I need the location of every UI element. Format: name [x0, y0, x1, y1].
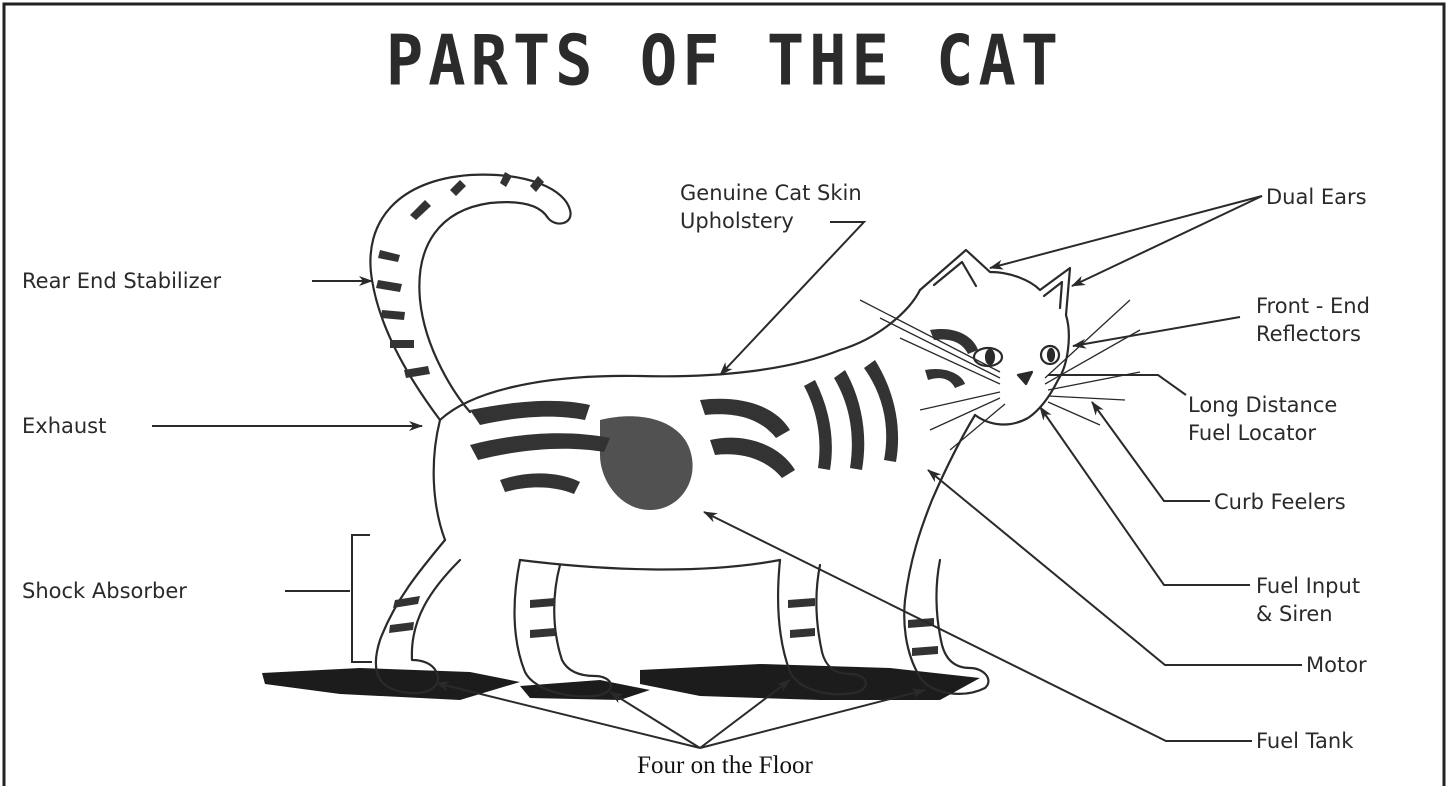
label-exhaust: Exhaust [22, 413, 106, 439]
floor-shadows [262, 664, 980, 700]
leader-floor-2 [610, 692, 700, 748]
leader-front-end-reflectors [1073, 317, 1240, 346]
label-cat-skin-line1: Genuine Cat Skin [680, 180, 862, 206]
label-long-distance-line1: Long Distance [1188, 392, 1337, 418]
label-cat-skin-line2: Upholstery [680, 208, 794, 234]
label-front-end-line1: Front - End [1256, 293, 1370, 319]
label-long-distance-line2: Fuel Locator [1188, 420, 1316, 446]
leader-fuel-tank [704, 512, 1252, 741]
leader-shock-absorber [285, 535, 372, 662]
label-front-end-line2: Reflectors [1256, 321, 1361, 347]
diagram-caption: Four on the Floor [560, 752, 890, 780]
leader-long-distance-fuel-locator [1048, 375, 1186, 395]
label-curb-feelers: Curb Feelers [1214, 489, 1346, 515]
cat-stripes [376, 172, 978, 656]
label-fuel-input-line1: Fuel Input [1256, 573, 1360, 599]
label-rear-end-stabilizer: Rear End Stabilizer [22, 268, 221, 294]
cat-nose [1018, 372, 1032, 384]
leader-cat-skin [720, 222, 864, 375]
cat-drawing [370, 175, 1070, 697]
label-dual-ears: Dual Ears [1266, 184, 1367, 210]
leader-lines [152, 196, 1302, 748]
cat-back-leg-front [515, 560, 611, 696]
leader-dual-ears-1 [990, 196, 1262, 268]
label-fuel-input-line2: & Siren [1256, 601, 1333, 627]
cat-tail [370, 175, 570, 420]
label-motor: Motor [1306, 652, 1367, 678]
diagram-title: PARTS OF THE CAT [0, 20, 1449, 102]
label-shock-absorber: Shock Absorber [22, 578, 187, 604]
label-fuel-tank: Fuel Tank [1256, 728, 1353, 754]
leader-dual-ears-2 [1072, 196, 1262, 286]
